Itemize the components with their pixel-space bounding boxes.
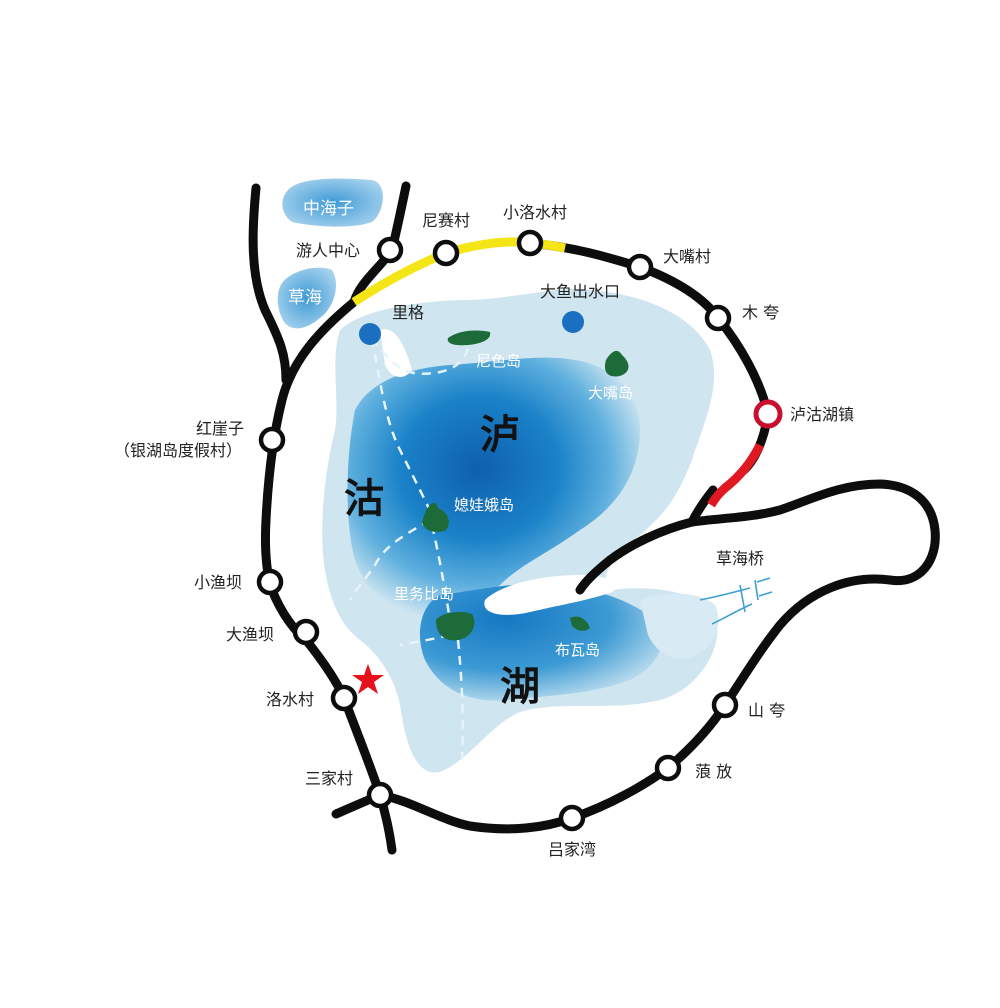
station-youren[interactable]: 游人中心 (296, 236, 404, 264)
island-xiwae (422, 502, 449, 532)
landmark-dot-lige[interactable] (359, 323, 381, 345)
station-label: 泸沽湖镇 (790, 405, 854, 424)
island-liwubi (436, 612, 475, 641)
station-shankua[interactable]: 山 夸 (711, 691, 785, 720)
island-dazui (604, 350, 629, 377)
pond-label-zhonghaizi: 中海子 (303, 199, 354, 219)
station-luoshui[interactable]: 洛水村 (266, 684, 358, 712)
station-sanjia[interactable]: 三家村 (305, 769, 394, 809)
station-label: 游人中心 (296, 241, 360, 260)
islands (422, 330, 629, 641)
station-nisai[interactable]: 尼赛村 (422, 211, 470, 267)
station-label: 吕家湾 (548, 840, 596, 859)
station-xiaoyuba[interactable]: 小渔坝 (194, 568, 284, 596)
station-label: 大嘴村 (663, 247, 711, 266)
lake-north-basin (347, 357, 640, 621)
station-label: 小洛水村 (503, 203, 567, 222)
station-label: 山 夸 (748, 701, 785, 720)
lake-name-char-2: 沽 (344, 476, 384, 522)
station-label: 三家村 (305, 769, 353, 788)
station-label: 红崖子 (196, 419, 244, 438)
station-hongyazi[interactable]: 红崖子 （银湖岛度假村） (114, 419, 286, 460)
lake-south-basin (420, 583, 662, 701)
island-label-dazui: 大嘴岛 (588, 384, 633, 402)
lake-name-char-3: 湖 (500, 664, 540, 710)
station-label: 大渔坝 (226, 625, 274, 644)
station-dazui[interactable]: 大嘴村 (626, 247, 711, 281)
caohai-bridge (699, 577, 773, 625)
pond-label-caohai: 草海 (288, 288, 322, 308)
island-label-xiwae: 媳娃娥岛 (454, 496, 514, 514)
lige-bay (380, 329, 412, 377)
station-label: 木 夸 (742, 303, 779, 322)
island-nise (447, 330, 491, 346)
island-label-liwubi: 里务比岛 (394, 585, 454, 603)
station-label: 洛水村 (266, 690, 314, 709)
landmark-dot-dayuchushuikou[interactable] (562, 311, 584, 333)
caohai-wetland (640, 593, 719, 659)
station-label: 蒗 放 (695, 762, 732, 781)
station-luguhuzhen[interactable]: 泸沽湖镇 (753, 399, 854, 429)
pond-zhonghaizi: 中海子 (282, 178, 383, 227)
landmark-label-lige: 里格 (392, 303, 424, 322)
lake-name-char-1: 泸 (480, 412, 520, 458)
station-dayuba[interactable]: 大渔坝 (226, 618, 320, 646)
station-langfang[interactable]: 蒗 放 (654, 754, 732, 782)
station-lvjiawan[interactable]: 吕家湾 (548, 804, 596, 859)
island-buwa (570, 616, 590, 631)
road-segment-red (707, 442, 765, 508)
island-label-nise: 尼色岛 (476, 352, 521, 370)
landmark-label-dayuchushuikou: 大鱼出水口 (540, 282, 620, 301)
station-mukua[interactable]: 木 夸 (704, 303, 779, 332)
station-xiaoluoshui[interactable]: 小洛水村 (503, 203, 567, 257)
station-sublabel: （银湖岛度假村） (114, 441, 242, 460)
road-segment-yellow (351, 237, 566, 306)
station-label: 尼赛村 (422, 211, 470, 230)
bridge-label: 草海桥 (716, 549, 764, 568)
current-location-star-icon (352, 664, 384, 694)
pond-caohai: 草海 (277, 267, 336, 329)
island-label-buwa: 布瓦岛 (555, 641, 600, 659)
station-label: 小渔坝 (194, 573, 242, 592)
